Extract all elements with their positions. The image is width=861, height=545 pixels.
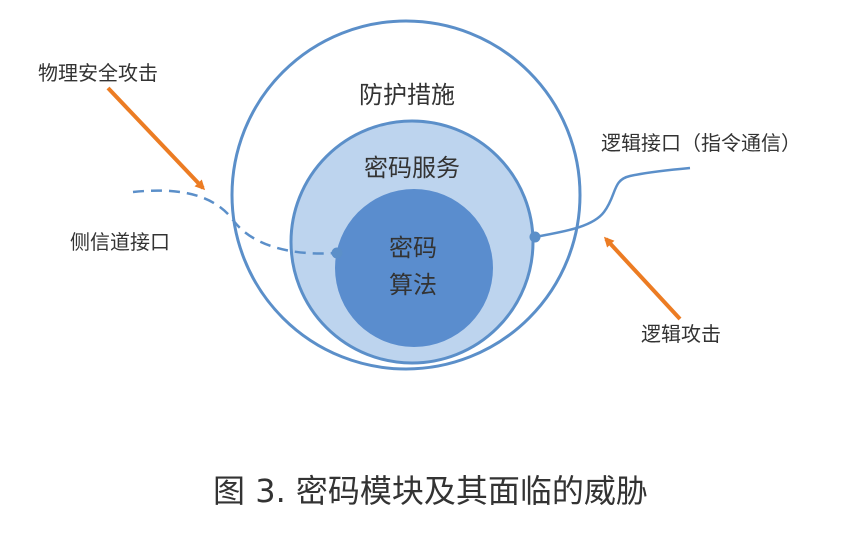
logical-attack-arrow — [603, 236, 682, 321]
logical-interface-endpoint-dot — [529, 231, 541, 243]
logical-interface-line — [534, 166, 691, 239]
logical-interface-label: 逻辑接口（指令通信） — [601, 131, 801, 155]
crypto-algorithm-label-line1: 密码 — [389, 234, 437, 262]
figure-caption: 图 3. 密码模块及其面临的威胁 — [213, 472, 648, 510]
side-channel-interface-label: 侧信道接口 — [70, 230, 170, 254]
protection-measures-label: 防护措施 — [359, 81, 455, 109]
crypto-services-label: 密码服务 — [364, 154, 460, 182]
crypto-algorithm-label-line2: 算法 — [389, 271, 437, 299]
side-channel-dashed-line — [132, 189, 337, 255]
physical-attack-label: 物理安全攻击 — [38, 61, 158, 85]
side-channel-endpoint-dot — [331, 247, 343, 259]
physical-attack-arrow — [106, 86, 206, 191]
crypto-algorithm-circle — [335, 189, 493, 347]
logical-attack-label: 逻辑攻击 — [641, 322, 721, 346]
